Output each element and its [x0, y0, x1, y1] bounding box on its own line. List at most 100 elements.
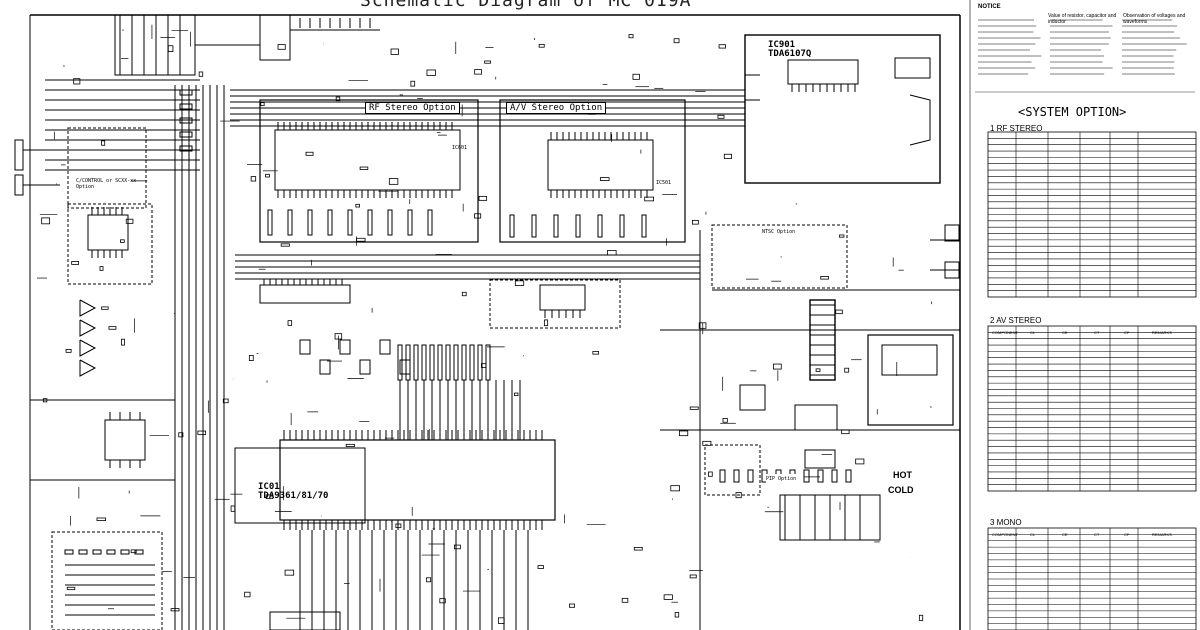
resistor — [78, 549, 88, 555]
op-amp — [79, 319, 97, 337]
system-option-heading: <SYSTEM OPTION> — [1018, 105, 1127, 119]
resistor — [307, 209, 313, 236]
resistor — [575, 214, 581, 238]
small-part — [607, 250, 617, 256]
rf-stereo-option-title: RF Stereo Option — [365, 102, 460, 114]
small-part — [121, 338, 125, 346]
small-part — [248, 355, 254, 361]
resistor — [407, 209, 413, 236]
small-part — [410, 80, 416, 87]
ic901-box — [744, 34, 941, 184]
small-part — [42, 398, 48, 403]
resistor — [461, 344, 467, 381]
small-part — [599, 177, 610, 181]
op-amp — [79, 339, 97, 357]
resistor — [327, 209, 333, 236]
resistor — [531, 214, 537, 238]
small-part — [484, 60, 491, 64]
resistor — [445, 344, 451, 381]
small-part — [41, 217, 51, 225]
resistor — [733, 469, 740, 483]
small-part — [454, 544, 461, 550]
av-col-cf: CF — [1124, 330, 1130, 335]
small-part — [673, 38, 680, 44]
small-part — [197, 430, 207, 435]
small-part — [691, 219, 699, 225]
small-part — [543, 319, 549, 327]
resistor — [387, 209, 393, 236]
av-stereo-option-title: A/V Stereo Option — [506, 102, 607, 114]
upper-ic-strip — [259, 284, 351, 304]
resistor — [179, 131, 193, 138]
small-part — [130, 549, 137, 554]
hot-label: HOT — [893, 470, 912, 480]
small-part — [101, 140, 106, 146]
power-ic — [881, 344, 938, 376]
resistor — [477, 344, 483, 381]
control-option-box — [67, 127, 147, 209]
mono-col-ce: CE — [1062, 532, 1068, 537]
small-part — [390, 48, 399, 55]
transistor — [399, 359, 411, 375]
ic-av-label: IC501 — [656, 180, 672, 186]
small-part — [689, 406, 699, 410]
small-part — [835, 309, 843, 315]
small-part — [461, 291, 467, 297]
small-part — [265, 173, 270, 178]
small-part — [498, 617, 505, 624]
mono-col-component: COMPONENT — [992, 532, 1018, 537]
small-part — [65, 349, 72, 353]
small-part — [679, 430, 689, 437]
small-part — [855, 458, 865, 465]
connector — [14, 174, 24, 196]
pip-option-box — [704, 444, 761, 496]
resistor — [421, 344, 427, 381]
small-part — [538, 43, 545, 48]
small-part — [722, 418, 728, 423]
small-part — [101, 306, 109, 310]
bridge — [739, 384, 766, 411]
av-stereo-option-box — [499, 99, 686, 243]
small-part — [592, 351, 600, 355]
small-part — [71, 261, 80, 265]
transistor — [359, 359, 371, 375]
small-part — [96, 517, 107, 521]
small-part — [66, 586, 76, 591]
table-title-av-stereo: 2 AV STEREO — [990, 316, 1042, 325]
ic01-label: IC01 — [258, 482, 280, 492]
resistor — [179, 89, 193, 96]
small-part — [820, 276, 829, 280]
small-part — [815, 368, 821, 372]
bottom-ic — [269, 611, 341, 630]
av-col-component: COMPONENT — [992, 330, 1018, 335]
resistor — [485, 344, 491, 381]
table-title-mono: 3 MONO — [990, 518, 1022, 527]
resistor — [405, 344, 411, 381]
small-part — [723, 153, 732, 159]
table-title-rf-stereo: 1 RF STEREO — [990, 124, 1043, 133]
small-part — [426, 69, 436, 76]
small-part — [480, 363, 487, 368]
resistor — [553, 214, 559, 238]
opto — [794, 404, 838, 431]
av-col-remarks: REMARKS — [1152, 330, 1172, 335]
small-part — [170, 608, 180, 612]
small-part — [277, 44, 286, 50]
small-part — [670, 485, 680, 492]
transistor — [379, 339, 391, 355]
resistor — [429, 344, 435, 381]
resistor — [134, 549, 144, 555]
small-part — [334, 333, 343, 340]
notice-heading: NOTICE — [978, 4, 1001, 10]
small-part — [569, 603, 575, 608]
small-part — [514, 280, 525, 286]
connector-right — [944, 261, 960, 279]
resistor — [747, 469, 754, 483]
notice-col2-heading: Value of resistor, capacitor and inducto… — [1048, 13, 1117, 25]
small-part — [284, 569, 295, 576]
transformer-primary — [809, 299, 836, 381]
small-part — [628, 34, 634, 39]
resistor — [179, 117, 193, 124]
small-part — [388, 178, 399, 185]
wire-layer — [23, 0, 1195, 630]
